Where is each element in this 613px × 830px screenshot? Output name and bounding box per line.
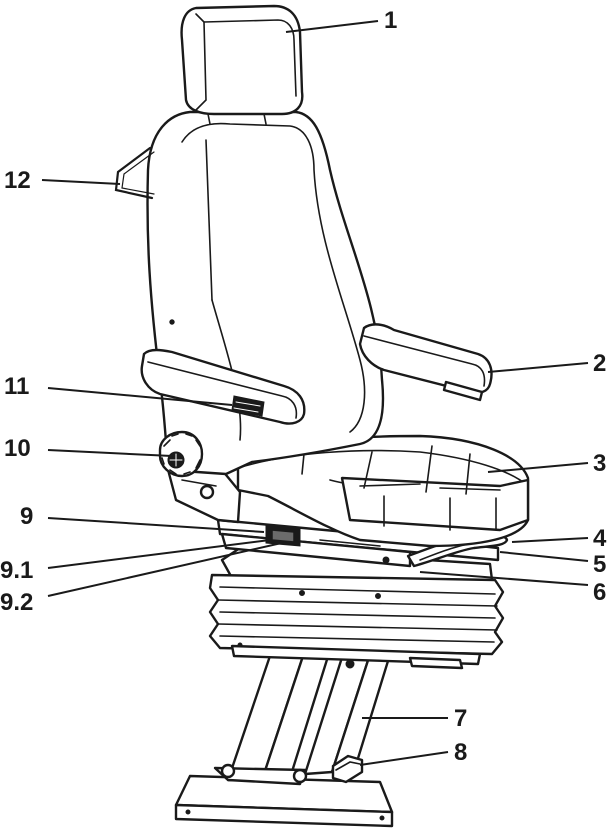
- callout-12: 12: [4, 167, 31, 194]
- recline-knob: [158, 430, 204, 478]
- headrest: [180, 4, 304, 125]
- leader-line-5: [499, 551, 589, 562]
- leader-line-10: [47, 449, 173, 457]
- callout-4: 4: [593, 525, 607, 552]
- leader-line-2: [487, 362, 589, 373]
- callout-9: 9: [20, 503, 33, 530]
- callout-1: 1: [384, 7, 397, 34]
- leader-line-12: [41, 179, 121, 185]
- callout-3: 3: [593, 450, 606, 477]
- callout-9-1: 9.1: [0, 557, 33, 584]
- leader-line-4: [511, 537, 589, 543]
- suspension-bellows: [208, 546, 505, 670]
- coat-hook: [114, 146, 155, 200]
- callout-10: 10: [4, 435, 31, 462]
- leader-line-9-2: [47, 541, 287, 597]
- callout-11: 11: [4, 373, 29, 400]
- leader-line-9: [47, 517, 265, 533]
- leader-line-6: [419, 571, 589, 586]
- callout-labels: 1 2 3 4 5 6 7 8 9 9.1 9.2 10 11 12: [0, 7, 607, 766]
- left-armrest: [140, 348, 306, 425]
- leader-line-11: [47, 387, 233, 406]
- leader-line-8: [359, 751, 449, 766]
- callout-8: 8: [454, 739, 467, 766]
- base-plate: [174, 774, 394, 828]
- right-armrest: [358, 323, 493, 402]
- leader-line-3: [487, 462, 589, 473]
- leader-line-9-1: [47, 539, 271, 569]
- leader-line-1: [285, 20, 379, 33]
- seat-cushion: [236, 434, 530, 548]
- callout-6: 6: [593, 579, 606, 606]
- callout-5: 5: [593, 551, 606, 578]
- leader-lines: [41, 20, 589, 766]
- callout-9-2: 9.2: [0, 589, 33, 616]
- foot-pedal: [331, 754, 364, 784]
- callout-7: 7: [454, 705, 467, 732]
- callout-2: 2: [593, 350, 606, 377]
